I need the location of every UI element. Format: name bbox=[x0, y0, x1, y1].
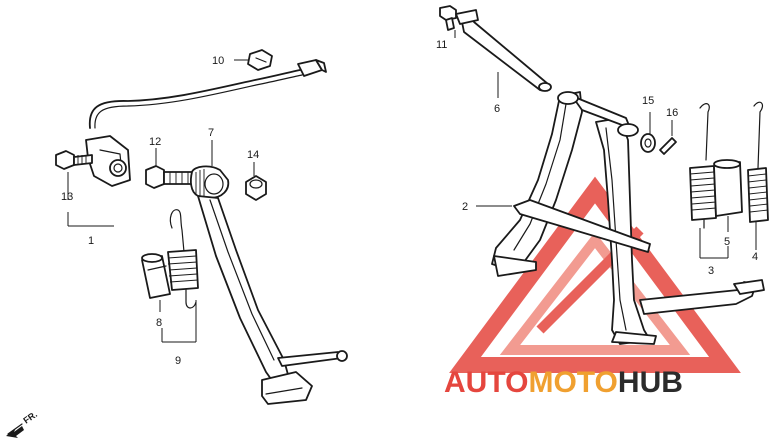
callout-16: 16 bbox=[666, 107, 678, 119]
callout-11: 11 bbox=[436, 39, 447, 51]
watermark-part-hub: HUB bbox=[618, 366, 683, 399]
callout-10: 10 bbox=[212, 55, 224, 67]
part-2-main-stand bbox=[491, 91, 765, 345]
callout-9: 9 bbox=[175, 355, 181, 367]
leader-lines bbox=[67, 30, 757, 343]
watermark-part-moto: MOTO bbox=[528, 366, 617, 399]
callout-2: 2 bbox=[462, 201, 468, 213]
callout-15: 15 bbox=[642, 95, 654, 107]
part-9-spring bbox=[167, 209, 199, 309]
part-5-spring-cover bbox=[713, 159, 743, 217]
part-14-nut bbox=[245, 175, 267, 201]
part-7-side-stand bbox=[190, 165, 348, 405]
front-direction-label: FR. bbox=[21, 409, 39, 426]
callout-3: 3 bbox=[708, 265, 714, 277]
part-15-washer bbox=[640, 133, 656, 153]
part-8-spring-cover bbox=[141, 253, 171, 299]
callout-13: 13 bbox=[61, 191, 73, 203]
callout-1: 1 bbox=[88, 235, 94, 247]
watermark-triangle-icon bbox=[449, 176, 741, 373]
part-16-cotter-pin bbox=[659, 137, 677, 155]
part-6-pivot-pipe bbox=[455, 9, 552, 92]
watermark-text: AUTOMOTOHUB bbox=[444, 366, 683, 399]
part-4-spring bbox=[747, 101, 769, 223]
callout-4: 4 bbox=[752, 251, 758, 263]
callout-6: 6 bbox=[494, 103, 500, 115]
part-12-pivot-bolt bbox=[145, 165, 195, 189]
part-3-spring bbox=[689, 103, 717, 229]
callout-8: 8 bbox=[156, 317, 162, 329]
part-13-bolt bbox=[55, 150, 93, 170]
part-10-clamp bbox=[247, 49, 273, 71]
front-direction-arrow-icon: FR. bbox=[6, 409, 39, 438]
callout-5: 5 bbox=[724, 236, 730, 248]
part-11-bolt bbox=[439, 5, 457, 31]
svg-text:AUTOMOTOHUB: AUTOMOTOHUB bbox=[444, 366, 683, 399]
callout-numbers: 10 13 1 12 7 14 8 9 11 6 2 15 16 5 4 3 bbox=[61, 39, 758, 367]
watermark-part-auto: AUTO bbox=[444, 366, 528, 399]
callout-12: 12 bbox=[149, 136, 161, 148]
callout-7: 7 bbox=[208, 127, 214, 139]
callout-14: 14 bbox=[247, 149, 259, 161]
watermark-logo bbox=[449, 176, 741, 373]
